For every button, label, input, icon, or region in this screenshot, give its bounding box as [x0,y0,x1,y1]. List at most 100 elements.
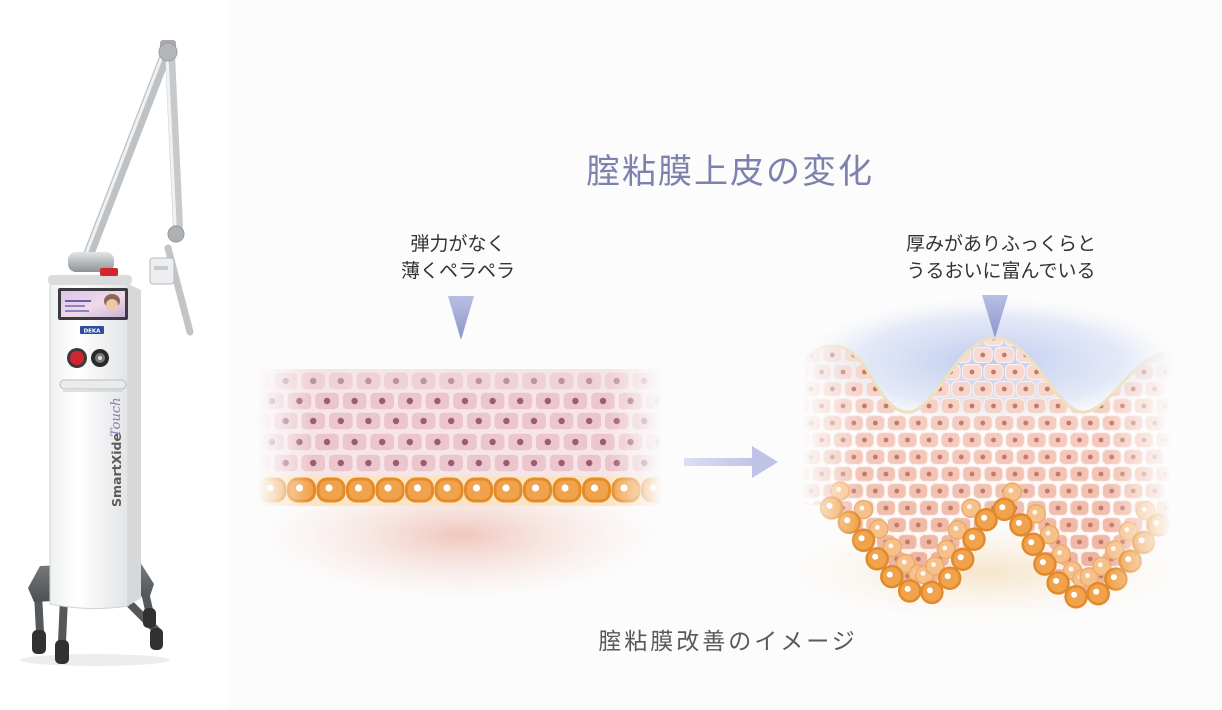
cell-nucleus [310,459,317,467]
cell-nucleus [558,417,565,425]
epithelial-cell [1101,482,1122,500]
cell-nucleus [958,386,964,392]
epithelial-cell [272,371,299,391]
cell-nucleus [836,487,842,492]
cell-nucleus [613,459,620,467]
epithelial-cell [368,432,396,452]
maker-tag [80,326,104,334]
cell-nucleus [883,403,889,409]
cell-nucleus [915,556,921,562]
epithelial-cell [424,432,451,452]
emergency-button [70,351,84,365]
cell-nucleus [1163,505,1168,511]
epithelial-cell [1155,499,1170,517]
cell-nucleus [544,438,551,446]
cell-nucleus [1120,437,1125,443]
cell-nucleus [808,454,814,460]
cell-nucleus [365,459,372,467]
epithelial-cell [506,432,534,452]
cabinet-handle [59,379,127,390]
articulated-arm [68,40,194,336]
parabasal-cell [936,539,957,560]
epithelial-cell [983,363,1004,381]
cell-nucleus [1163,471,1168,477]
cell-nucleus [655,397,662,405]
epithelial-cell [424,391,451,411]
epithelial-cell [355,371,382,391]
basal-cell [962,527,986,551]
epithelial-cell [368,391,396,411]
device-shadow [20,654,170,666]
cell-nucleus [1098,505,1104,511]
epithelial-cell [897,499,918,517]
cell-nucleus [948,403,953,409]
cell-nucleus [1093,588,1100,595]
cell-nucleus [1023,454,1029,460]
caster-wheel [143,608,156,628]
cell-nucleus [904,585,911,592]
cell-nucleus [1001,352,1007,358]
cell-nucleus [829,420,835,426]
epithelial-cell [972,380,993,398]
epithelial-cell [929,516,950,534]
epithelial-cell [886,448,907,466]
cell-nucleus [354,484,363,492]
caster-wheel [55,640,69,664]
cell-nucleus [1066,420,1072,426]
cell-nucleus [282,417,289,425]
epithelial-cell [1047,465,1069,483]
epithelial-cell [1004,397,1026,415]
cell-nucleus [1110,574,1117,581]
epithelial-cell [603,371,631,391]
epithelial-cell [1101,414,1122,432]
epithelial-cell [410,371,437,391]
epithelial-cell [451,391,479,411]
parabasal-cell [1079,567,1099,587]
cell-nucleus [1077,471,1082,477]
cell-nucleus [1008,488,1014,493]
basal-cell [974,507,998,532]
epithelial-cell [1015,414,1036,432]
epithelial-cell [822,448,843,466]
basal-cell [1118,549,1142,573]
cell-nucleus [999,504,1006,511]
arm-elbow-joint [167,225,185,243]
cell-nucleus [1141,403,1147,409]
basal-cell [611,477,641,503]
cell-nucleus [1087,556,1093,562]
cell-nucleus [572,438,579,446]
epithelial-cell [272,411,299,431]
cell-nucleus [325,484,333,492]
cell-nucleus [991,437,996,443]
cell-body [802,431,811,449]
cell-nucleus [503,459,510,467]
epithelial-cell [479,391,506,411]
epithelial-cell [843,414,864,432]
epithelial-cell [506,391,534,411]
basal-cell [464,477,493,503]
epithelial-cell [382,371,410,391]
epithelial-cell [327,371,355,391]
cell-nucleus [980,488,986,494]
basal-cell [1146,513,1171,537]
epithelial-cell [875,465,897,483]
epithelial-cell [832,363,854,381]
cell-nucleus [937,488,943,494]
cell-nucleus [1120,505,1125,511]
epithelial-cell [802,431,811,449]
epithelial-cell [1144,482,1165,500]
epithelial-cell [1080,482,1101,500]
epithelial-cell [286,432,313,452]
parabasal-cell [882,537,903,558]
cell-nucleus [379,397,386,405]
cell-nucleus [530,459,538,467]
cell-nucleus [1152,454,1158,460]
cell-nucleus [840,437,846,443]
cell-nucleus [434,397,441,405]
epithelial-cell [244,371,272,391]
cell-nucleus [819,437,824,443]
cell-nucleus [649,484,658,492]
epithelial-cell [313,432,341,452]
cell-nucleus [434,438,441,446]
arm-segment-lower [82,48,172,262]
